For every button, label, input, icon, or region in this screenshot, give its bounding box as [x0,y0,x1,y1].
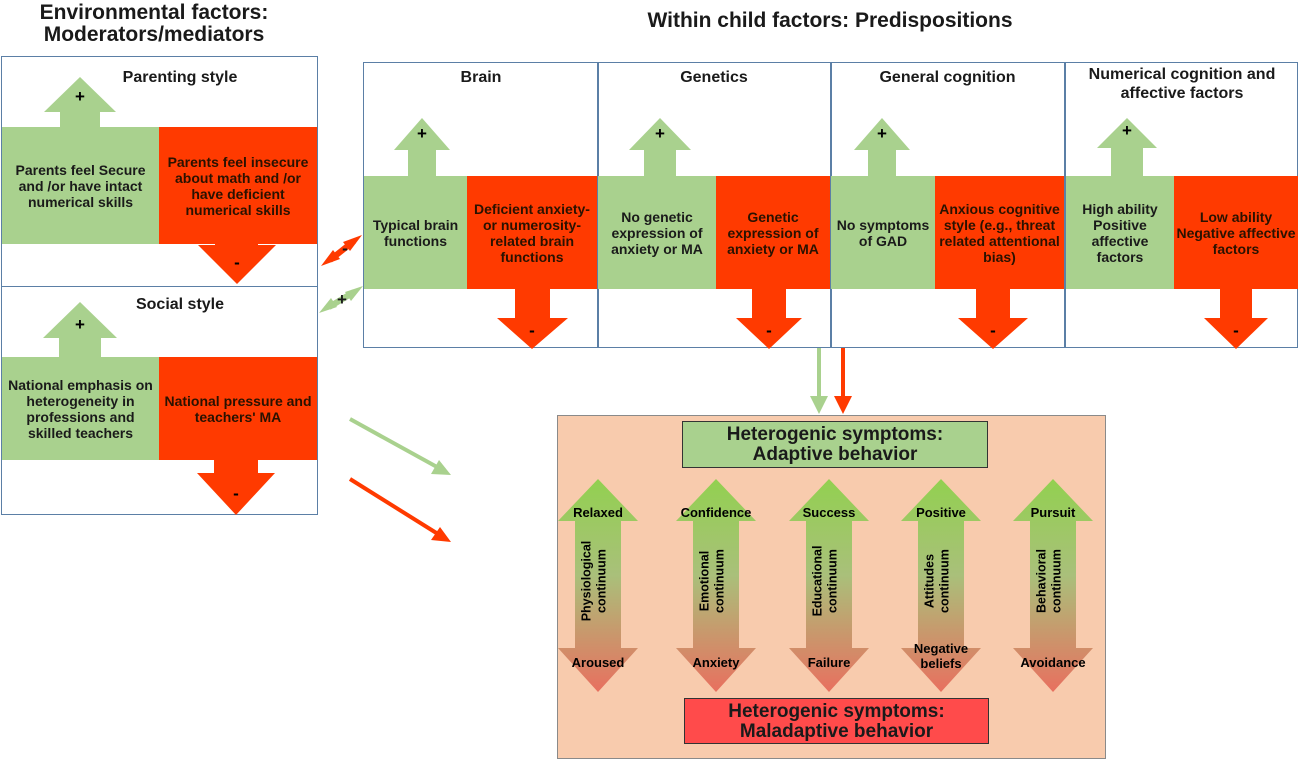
continuum-top-label: Relaxed [573,505,623,520]
numerical-negative-box: Low ability Negative affective factors [1174,176,1298,289]
continuum-bottom-label: Failure [808,655,851,670]
red-double-arrow-minus: - [342,239,348,258]
continuum-vertical-label: Attitudes [923,554,937,608]
genetics-up-arrow [629,118,691,176]
general-cognition-minus: - [990,321,996,340]
parenting-negative-box: Parents feel insecure about math and /or… [159,127,317,244]
genetics-negative-box: Genetic expression of anxiety or MA [716,176,830,289]
continuum-vertical-label: Behavioral [1035,549,1049,613]
parenting-minus: - [234,253,240,272]
brain-minus: - [529,321,535,340]
red-double-arrow [321,235,362,266]
brain-up-arrow [394,118,450,176]
continuum-vertical-label: Educational [811,546,825,617]
numerical-minus: - [1233,321,1239,340]
green-vertical-arrow [810,348,828,414]
continuum-top-label: Pursuit [1031,505,1076,520]
continuum-bottom-label: Aroused [572,655,625,670]
general-cognition-title: General cognition [879,69,1016,86]
social-negative-box: National pressure and teachers' MA [159,357,317,460]
parenting-style-title: Parenting style [122,69,238,86]
adaptive-summary-box: Heterogenic symptoms: Adaptive behavior [682,421,988,468]
brain-positive-box: Typical brain functions [364,176,467,289]
green-double-arrow [319,286,363,313]
continuum-arrow [558,479,638,692]
genetics-positive-box: No genetic expression of anxiety or MA [598,176,716,289]
within-child-heading: Within child factors: Predispositions [647,9,1013,32]
continuum-bottom-label: Anxiety [693,655,741,670]
continuum-vertical-label: Physiological [580,541,594,622]
parenting-plus: + [75,87,85,106]
social-style-title: Social style [135,296,225,313]
genetics-minus: - [766,321,772,340]
maladaptive-summary-box: Heterogenic symptoms: Maladaptive behavi… [684,698,989,744]
general-cognition-positive-box: No symptoms of GAD [831,176,935,289]
continuum-vertical-label: continuum [595,549,609,613]
continuum-bottom-label: beliefs [920,656,961,671]
brain-negative-box: Deficient anxiety- or numerosity-related… [467,176,597,289]
social-down-arrow [197,460,275,515]
environmental-heading: Environmental factors: Moderators/mediat… [39,1,269,46]
numerical-plus: + [1122,121,1132,140]
parenting-positive-box: Parents feel Secure and /or have intact … [2,127,159,244]
continuum-top-label: Success [803,505,856,520]
numerical-up-arrow [1097,118,1157,176]
green-double-arrow-plus: + [337,290,347,309]
parenting-up-arrow [44,77,116,127]
brain-plus: + [417,124,427,143]
genetics-down-arrow [736,289,802,349]
continuum-bottom-label: Negative [914,641,968,656]
red-vertical-arrow [834,348,852,414]
continuum-vertical-label: continuum [826,549,840,613]
continuum-arrow [1013,479,1093,692]
red-diagonal-arrow [348,477,451,542]
social-minus: - [233,484,239,503]
panel-divider-2 [830,62,832,348]
social-plus: + [75,315,85,334]
general-cognition-up-arrow [854,118,910,176]
continuum-vertical-label: continuum [938,549,952,613]
numerical-cognition-title: Numerical cognition and affective factor… [1088,66,1276,102]
continuum-vertical-label: continuum [1050,549,1064,613]
panel-divider-1 [597,62,599,348]
genetics-plus: + [655,124,665,143]
general-cognition-plus: + [877,124,887,143]
numerical-positive-box: High ability Positive affective factors [1066,176,1174,289]
social-positive-box: National emphasis on heterogeneity in pr… [2,357,159,460]
panel-divider-3 [1064,62,1066,348]
continuum-top-label: Positive [916,505,966,520]
continuum-top-label: Confidence [681,505,752,520]
general-cognition-down-arrow [958,289,1028,349]
continuum-vertical-label: continuum [713,549,727,613]
continuum-arrow [676,479,756,692]
continuum-bottom-label: Avoidance [1020,655,1085,670]
continuum-arrow [901,479,981,692]
continuum-vertical-label: Emotional [698,551,712,611]
numerical-down-arrow [1204,289,1268,349]
green-diagonal-arrow [349,417,451,475]
social-up-arrow [43,302,117,357]
genetics-title: Genetics [680,69,748,86]
general-cognition-negative-box: Anxious cognitive style (e.g., threat re… [935,176,1064,289]
brain-down-arrow [497,289,568,349]
parenting-down-arrow [198,244,276,284]
brain-title: Brain [460,69,502,86]
continuum-arrow [789,479,869,692]
